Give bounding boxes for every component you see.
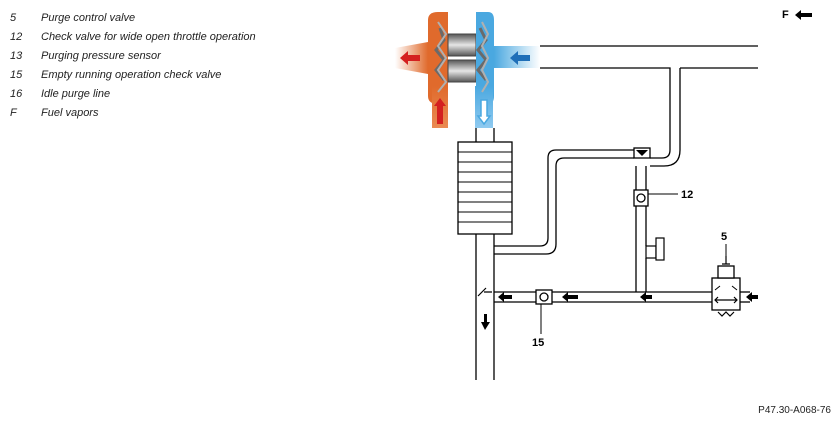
- legend-item: F Fuel vapors: [10, 104, 256, 123]
- turbo-center-housing: [447, 33, 477, 83]
- legend: 5 Purge control valve 12 Check valve for w…: [10, 9, 256, 123]
- flow-arrow-left: [746, 292, 758, 302]
- flow-arrow-left: [562, 292, 578, 302]
- intake-in-arrow: [510, 51, 530, 65]
- legend-item: 16 Idle purge line: [10, 85, 256, 104]
- charge-air-cooler: [457, 141, 513, 235]
- intake-down-arrow: [476, 99, 492, 126]
- exhaust-in-arrow: [434, 98, 446, 124]
- legend-item: 12 Check valve for wide open throttle ope…: [10, 28, 256, 47]
- figure-reference: P47.30-A068-76: [758, 405, 831, 416]
- flow-arrows: [481, 292, 758, 330]
- legend-number: 5: [10, 12, 17, 24]
- throttle-marker: [477, 287, 492, 297]
- callout-12: 12: [681, 189, 693, 201]
- exhaust-out-arrow: [400, 51, 420, 65]
- check-valve-wot: [633, 147, 651, 207]
- legend-text: Fuel vapors: [41, 107, 99, 119]
- legend-text: Idle purge line: [41, 88, 111, 100]
- purging-pressure-sensor: [645, 237, 665, 261]
- legend-number: 15: [10, 69, 23, 81]
- purge-control-valve: [711, 256, 741, 317]
- legend-text: Purge control valve: [41, 12, 136, 24]
- flow-arrow-down: [481, 314, 490, 330]
- callout-15: 15: [532, 337, 544, 349]
- legend-text: Purging pressure sensor: [41, 50, 161, 62]
- legend-number: 12: [10, 31, 23, 43]
- fuel-vapor-direction-label: F: [782, 9, 789, 21]
- flow-arrow-left: [640, 292, 652, 302]
- legend-number: F: [10, 107, 17, 119]
- flow-arrow-left: [498, 292, 512, 302]
- legend-text: Check valve for wide open throttle opera…: [41, 31, 256, 43]
- legend-item: 13 Purging pressure sensor: [10, 47, 256, 66]
- legend-item: 5 Purge control valve: [10, 9, 256, 28]
- callout-leaders: [540, 193, 727, 334]
- legend-number: 16: [10, 88, 23, 100]
- callout-5: 5: [721, 231, 727, 243]
- legend-number: 13: [10, 50, 23, 62]
- check-valve-empty-running: [535, 289, 553, 305]
- fuel-vapor-arrow-icon: [795, 10, 812, 20]
- legend-text: Empty running operation check valve: [41, 69, 222, 81]
- purge-piping: [475, 45, 758, 380]
- legend-item: 15 Empty running operation check valve: [10, 66, 256, 85]
